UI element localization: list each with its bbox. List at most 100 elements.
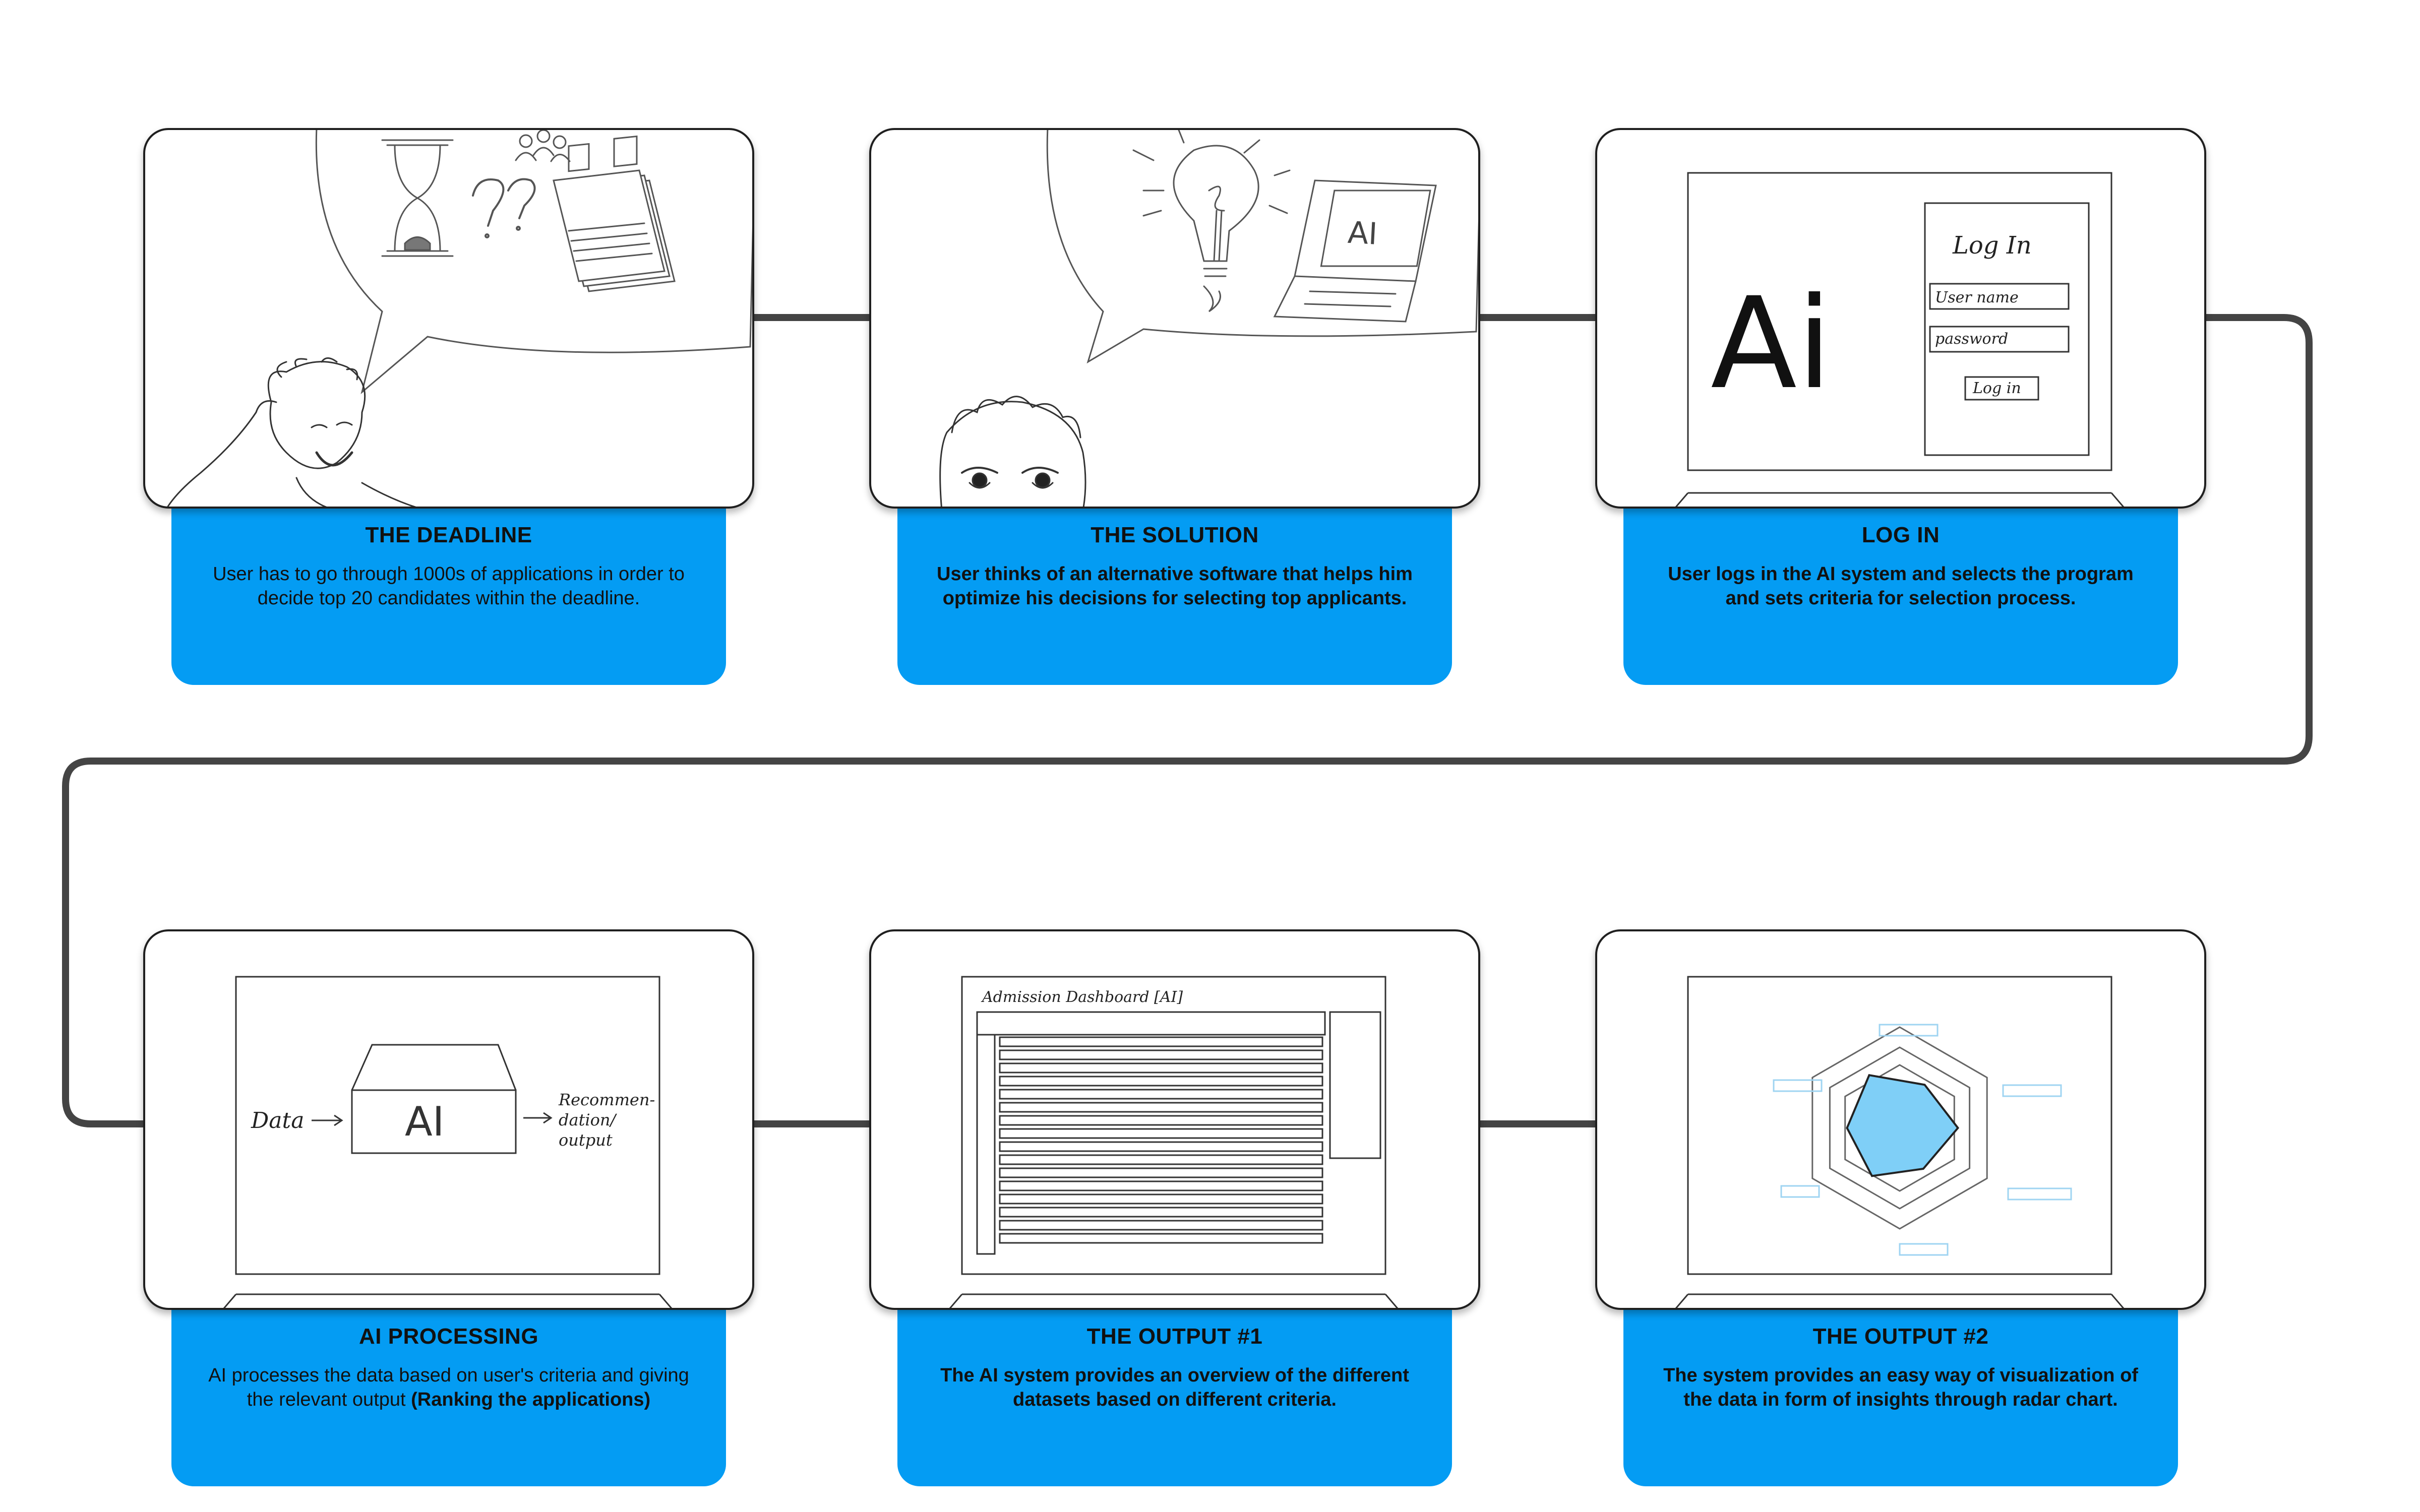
dashboard-rows	[999, 1036, 1323, 1244]
desc-bold: (Ranking the applications)	[411, 1389, 651, 1410]
step-title: THE SOLUTION	[1091, 523, 1259, 547]
frame-login: Ai Log In User name password Log in	[1595, 128, 2206, 509]
laptop-base	[223, 1293, 673, 1308]
dashboard-row	[999, 1141, 1323, 1152]
laptop-base	[1675, 492, 2125, 507]
laptop-screen	[235, 976, 660, 1275]
radar-sketch	[1675, 976, 2125, 1308]
desc-post: and selects the program and sets criteri…	[1725, 563, 2134, 609]
radar-ring	[1811, 1026, 1988, 1230]
dashboard-header-bar	[976, 1011, 1326, 1036]
connector-row-wrap	[62, 314, 2313, 1127]
dashboard-row	[999, 1233, 1323, 1244]
dashboard-sidebar	[976, 1034, 996, 1255]
output-label-2: dation/	[559, 1110, 618, 1129]
step-description: The system provides an easy way of visua…	[1663, 1365, 2138, 1410]
output-label-1: Recommen-	[558, 1090, 655, 1109]
login-button	[1964, 376, 2039, 401]
peeking-person	[939, 396, 1086, 507]
frame-solution: AI	[869, 128, 1480, 509]
ai-box-label: AI	[405, 1098, 444, 1145]
step-description: User has to go through 1000s of applicat…	[213, 563, 685, 609]
radar-ring	[1844, 1064, 1955, 1192]
desc-bold: AI system	[1816, 563, 1907, 585]
dashboard-row	[999, 1102, 1323, 1113]
radar-ring	[1829, 1046, 1971, 1210]
dashboard-row	[999, 1154, 1323, 1165]
step-description: User logs in the AI system and selects t…	[1654, 562, 2148, 610]
step-title: AI PROCESSING	[358, 1324, 539, 1349]
ai-box	[351, 1044, 517, 1154]
radar-chart	[1811, 1026, 1988, 1230]
dashboard-row	[999, 1207, 1323, 1218]
login-title: Log In	[1952, 231, 2032, 260]
frame-processing: Data AI Recommen- dation/ output	[143, 929, 754, 1310]
laptop-label: AI	[1347, 215, 1378, 252]
people-icon	[515, 130, 571, 162]
step-title: THE DEADLINE	[365, 523, 532, 547]
username-field	[1929, 283, 2070, 310]
laptop-base	[949, 1293, 1399, 1308]
step-description: AI processes the data based on user's cr…	[202, 1363, 696, 1412]
login-sketch: Ai Log In User name password Log in	[1675, 172, 2125, 507]
radar-axis-labels	[1773, 1024, 2072, 1256]
deadline-sketch	[167, 130, 752, 507]
stressed-person	[167, 357, 416, 507]
desc-pre: AI processes the data based on user's cr…	[208, 1365, 689, 1410]
caption-login: LOG IN User logs in the AI system and se…	[1623, 509, 2178, 685]
caption-solution: THE SOLUTION User thinks of an alternati…	[897, 509, 1452, 685]
laptop-screen	[1687, 172, 2112, 471]
thought-bubble	[1046, 130, 1478, 364]
laptop-screen	[961, 976, 1386, 1275]
solution-sketch: AI	[939, 130, 1478, 507]
question-mark-icon	[472, 178, 536, 238]
radar-data-area	[1846, 1074, 1960, 1177]
dashboard-row	[999, 1036, 1323, 1047]
laptop-screen	[1687, 976, 2112, 1275]
arrow-out	[523, 1112, 553, 1124]
app-logo: Ai	[1711, 270, 1832, 417]
frame-deadline	[143, 128, 754, 509]
thought-bubble	[315, 130, 752, 395]
step-description: The AI system provides an overview of th…	[940, 1365, 1409, 1410]
dashboard-row	[999, 1115, 1323, 1126]
data-label: Data	[251, 1108, 304, 1133]
dashboard-row	[999, 1076, 1323, 1087]
hourglass-icon	[381, 139, 454, 257]
dashboard-row	[999, 1193, 1323, 1205]
dashboard-row	[999, 1167, 1323, 1178]
dashboard-row	[999, 1089, 1323, 1100]
step-title: LOG IN	[1861, 523, 1940, 547]
dashboard-row	[999, 1220, 1323, 1231]
username-placeholder: User name	[1935, 289, 2019, 306]
laptop-icon	[1273, 179, 1437, 323]
dashboard-row	[999, 1062, 1323, 1074]
arrow-in	[312, 1114, 343, 1126]
processing-sketch: Data AI Recommen- dation/ output	[223, 976, 673, 1308]
password-placeholder: password	[1935, 330, 2008, 348]
login-panel	[1924, 202, 2090, 456]
dashboard-sketch: Admission Dashboard [AI]	[949, 976, 1399, 1308]
document-stack-icon	[553, 135, 676, 292]
caption-output-2: THE OUTPUT #2 The system provides an eas…	[1623, 1310, 2178, 1486]
output-label-3: output	[559, 1130, 613, 1150]
desc-pre: User logs in the	[1668, 563, 1817, 585]
step-description: User thinks of an alternative software t…	[937, 563, 1413, 609]
caption-processing: AI PROCESSING AI processes the data base…	[171, 1310, 726, 1486]
caption-deadline: THE DEADLINE User has to go through 1000…	[171, 509, 726, 685]
dashboard-side-panel	[1329, 1011, 1381, 1159]
password-field	[1929, 326, 2070, 353]
frame-output-2	[1595, 929, 2206, 1310]
dashboard-title: Admission Dashboard [AI]	[981, 988, 1183, 1006]
dashboard-row	[999, 1049, 1323, 1060]
login-button-label: Log in	[1972, 380, 2021, 397]
dashboard-row	[999, 1128, 1323, 1139]
caption-output-1: THE OUTPUT #1 The AI system provides an …	[897, 1310, 1452, 1486]
frame-output-1: Admission Dashboard [AI]	[869, 929, 1480, 1310]
lightbulb-icon	[1132, 130, 1291, 312]
dashboard-row	[999, 1180, 1323, 1191]
step-title: THE OUTPUT #1	[1086, 1324, 1263, 1349]
step-title: THE OUTPUT #2	[1812, 1324, 1989, 1349]
laptop-base	[1675, 1293, 2125, 1308]
